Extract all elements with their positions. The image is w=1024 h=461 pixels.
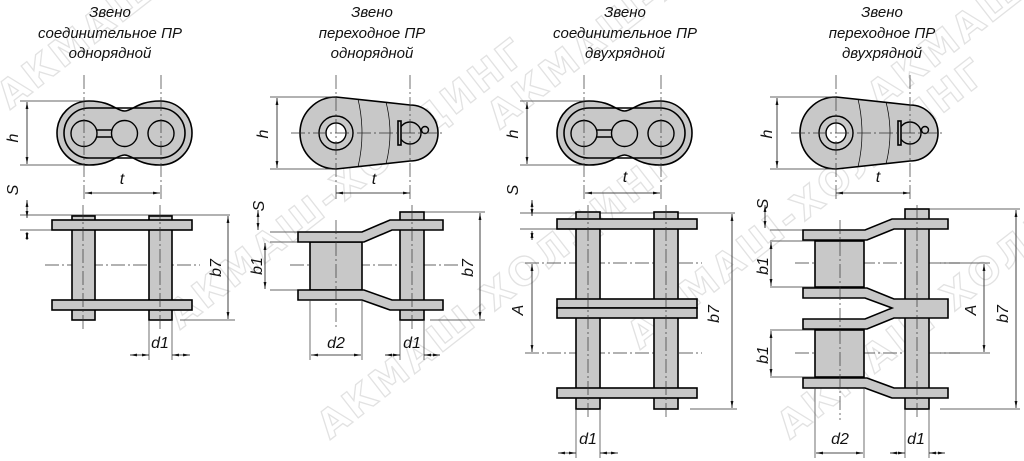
cotter-pin <box>420 125 430 135</box>
outer-plate <box>51 299 193 311</box>
title-line: однорядной <box>331 45 414 62</box>
outer-plate <box>556 387 698 399</box>
panel-1-title: Звено соединительное ПР однорядной <box>38 4 182 62</box>
dim-label-t: t <box>623 169 628 186</box>
dim-label-a: A <box>510 305 527 317</box>
inner-outer-plate <box>802 218 949 241</box>
title-line: переходное ПР <box>319 25 426 42</box>
inner-outer-plate <box>802 287 949 330</box>
outer-plate <box>556 218 698 230</box>
title-line: соединительное ПР <box>38 25 182 42</box>
cotter-plate <box>897 120 902 146</box>
dimension-labels: h t S b7 d1 h t S b1 b7 d2 d1 h t S A b7… <box>5 129 1012 448</box>
title-line: Звено <box>604 4 646 21</box>
panel-2-title: Звено переходное ПР однорядной <box>319 4 426 62</box>
dim-label-d1: d1 <box>907 431 925 448</box>
dim-label-b7: b7 <box>460 258 477 277</box>
pin <box>148 215 173 321</box>
cotter-plate <box>397 120 402 146</box>
dim-label-h: h <box>255 129 272 138</box>
spring-clip-outline <box>63 107 186 159</box>
dim-label-d1: d1 <box>403 335 421 352</box>
dim-label-b1: b1 <box>755 257 772 275</box>
dim-label-t: t <box>372 171 377 188</box>
spring-clip-outline <box>563 107 686 159</box>
roller <box>814 240 865 288</box>
outer-plate <box>51 219 193 231</box>
cotter-pin <box>920 125 930 135</box>
title-line: однорядной <box>69 45 152 62</box>
inner-outer-plate <box>297 289 444 311</box>
middle-plate <box>556 307 698 319</box>
dim-label-t: t <box>876 169 881 186</box>
middle-plate <box>556 298 698 309</box>
title-line: соединительное ПР <box>553 25 697 42</box>
inner-outer-plate <box>802 377 949 399</box>
title-line: двухрядной <box>842 45 923 62</box>
title-line: Звено <box>861 4 903 21</box>
dim-label-d2: d2 <box>831 431 849 448</box>
panel-3-title: Звено соединительное ПР двухрядной <box>553 4 697 62</box>
dim-label-t: t <box>120 171 125 188</box>
title-line: Звено <box>89 4 131 21</box>
pin-head <box>610 119 639 148</box>
pin-head <box>110 119 139 148</box>
dim-label-d2: d2 <box>327 335 345 352</box>
dim-label-h: h <box>505 129 522 138</box>
dim-label-b7: b7 <box>208 258 225 277</box>
panel-4-title: Звено переходное ПР двухрядной <box>829 4 936 62</box>
title-line: двухрядной <box>585 45 666 62</box>
dim-label-b1: b1 <box>755 346 772 364</box>
dim-label-s: S <box>505 184 522 195</box>
dim-label-d1: d1 <box>151 335 169 352</box>
inner-outer-plate <box>297 219 444 243</box>
roller <box>814 329 865 378</box>
title-line: Звено <box>351 4 393 21</box>
dim-label-b7: b7 <box>706 304 723 323</box>
dim-label-s: S <box>755 198 772 209</box>
dim-label-b7: b7 <box>995 304 1012 323</box>
dim-label-h: h <box>5 133 22 142</box>
dim-label-a: A <box>963 305 980 317</box>
dim-label-h: h <box>759 129 776 138</box>
pin <box>71 215 96 321</box>
dim-label-s: S <box>251 200 268 211</box>
dim-label-d1: d1 <box>579 431 597 448</box>
dim-label-b1: b1 <box>249 257 266 275</box>
watermark-text: АКМАШ-ХОЛДИНГ <box>0 0 366 117</box>
dim-label-s: S <box>5 184 22 195</box>
title-line: переходное ПР <box>829 25 936 42</box>
